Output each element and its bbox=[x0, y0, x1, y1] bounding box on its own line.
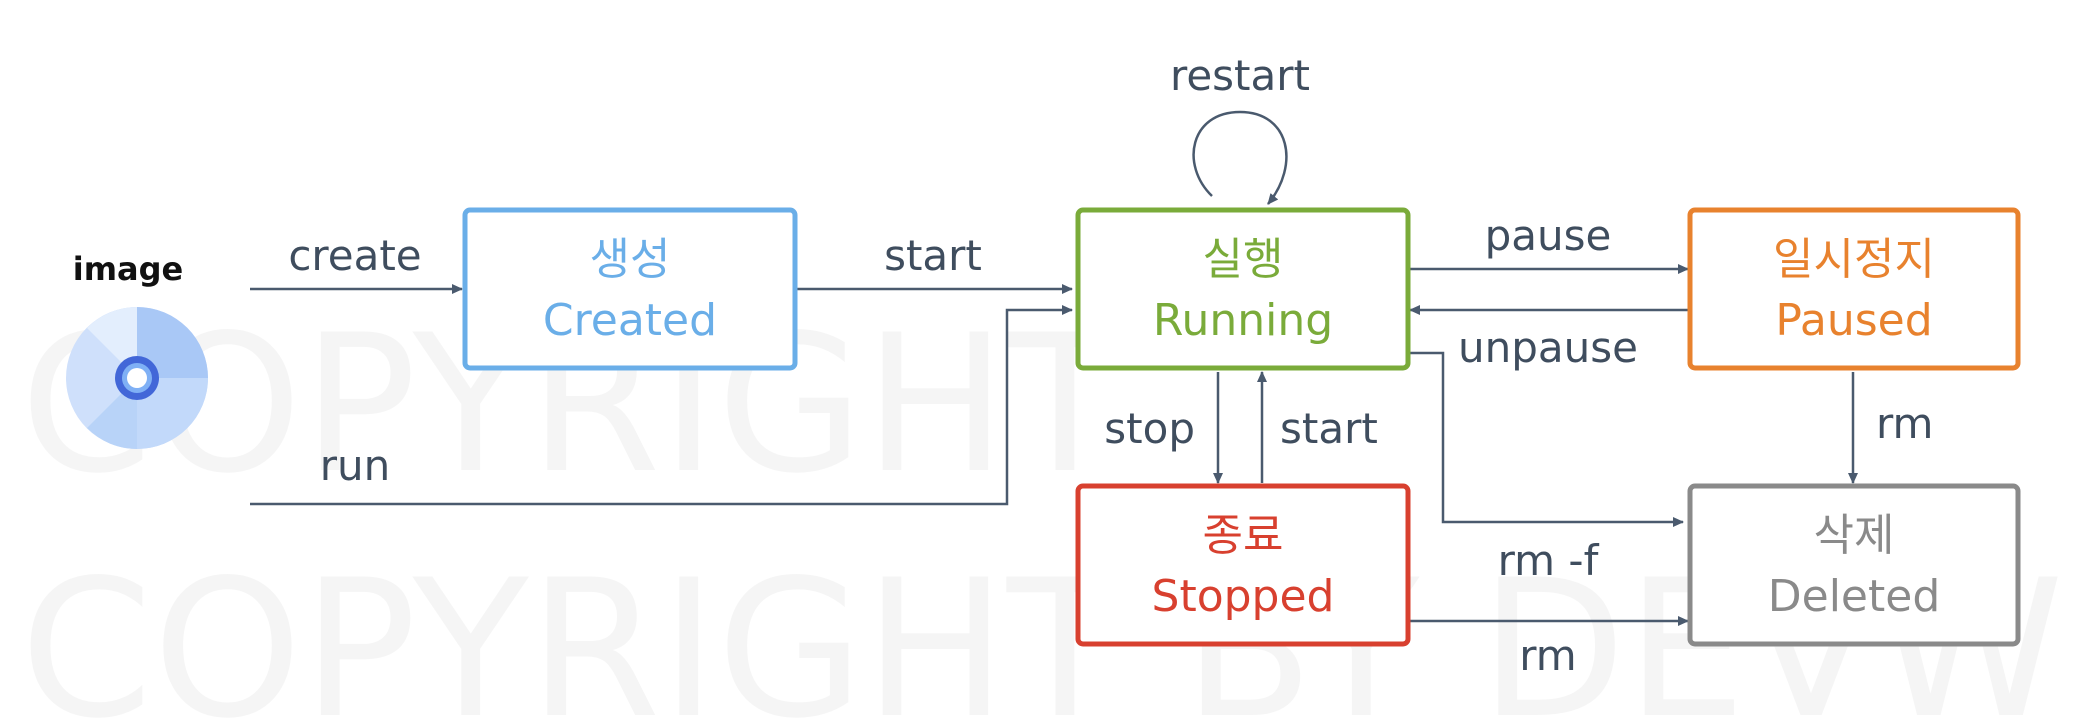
state-stopped-korean: 종료 bbox=[1203, 510, 1284, 561]
state-running-english: Running bbox=[1153, 295, 1333, 346]
state-stopped-english: Stopped bbox=[1152, 571, 1335, 622]
label-unpause: unpause bbox=[1458, 323, 1638, 372]
state-paused: 일시정지 Paused bbox=[1687, 207, 2021, 371]
state-deleted: 삭제 Deleted bbox=[1687, 483, 2021, 647]
state-paused-korean: 일시정지 bbox=[1773, 234, 1935, 285]
state-running-korean: 실행 bbox=[1203, 234, 1284, 285]
state-created-korean: 생성 bbox=[590, 234, 671, 285]
state-stopped: 종료 Stopped bbox=[1075, 483, 1411, 647]
label-run: run bbox=[320, 441, 391, 490]
label-rm-paused: rm bbox=[1876, 399, 1933, 448]
label-stop: stop bbox=[1104, 404, 1195, 453]
restart-loop-arrow bbox=[1192, 110, 1288, 205]
state-running: 실행 Running bbox=[1075, 207, 1411, 371]
state-deleted-english: Deleted bbox=[1768, 571, 1941, 622]
label-rm-force: rm -f bbox=[1498, 536, 1600, 585]
rm-force-arrow bbox=[1408, 351, 1684, 527]
state-created-english: Created bbox=[543, 295, 717, 346]
state-created: 생성 Created bbox=[462, 207, 798, 371]
image-disc-icon bbox=[66, 307, 208, 449]
label-start-stopped: start bbox=[1280, 404, 1378, 453]
state-deleted-korean: 삭제 bbox=[1814, 510, 1895, 561]
image-label: image bbox=[73, 250, 184, 288]
label-restart: restart bbox=[1170, 51, 1310, 100]
label-rm-stopped: rm bbox=[1519, 631, 1576, 680]
transition-labels: create start run restart pause unpause s… bbox=[288, 51, 1933, 680]
label-create: create bbox=[288, 231, 421, 280]
run-arrow bbox=[250, 305, 1073, 506]
transition-arrows bbox=[250, 110, 1858, 626]
label-start-created: start bbox=[884, 231, 982, 280]
label-pause: pause bbox=[1485, 211, 1612, 260]
state-paused-english: Paused bbox=[1775, 295, 1932, 346]
